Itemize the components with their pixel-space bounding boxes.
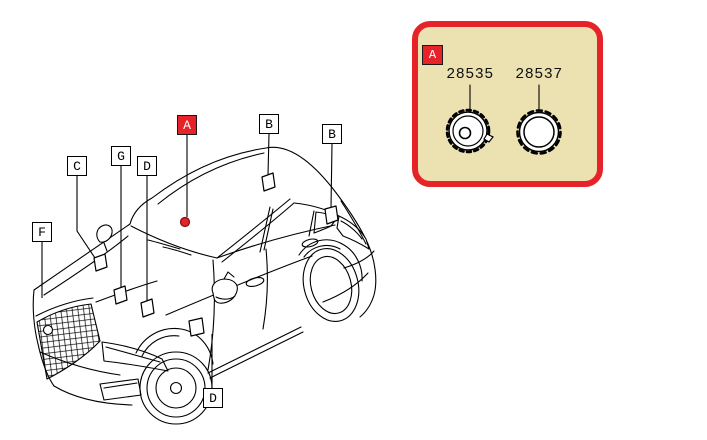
front-fender-arch <box>135 327 214 365</box>
far-side-mirror <box>96 224 113 243</box>
lower-intake <box>99 378 142 401</box>
leader-b-roof <box>267 133 270 176</box>
bumper-crease <box>39 351 121 376</box>
windshield-base <box>130 225 218 259</box>
target-c <box>93 253 108 272</box>
front-door-handle <box>245 276 265 288</box>
character-line <box>165 255 313 316</box>
beltline <box>216 224 336 259</box>
target-b-roof <box>261 172 276 192</box>
roof-inner-edge <box>157 152 265 205</box>
target-d-cowl <box>140 298 155 318</box>
quarter-window <box>313 211 338 234</box>
grille-badge <box>42 324 54 336</box>
callout-f[interactable]: F <box>32 222 52 242</box>
callout-b-quarter[interactable]: B <box>322 124 342 144</box>
headlight <box>101 341 169 372</box>
rear-door-cut <box>262 248 268 330</box>
rear-fender-arch <box>298 239 363 282</box>
target-b-quarter <box>324 205 339 225</box>
wiper <box>162 246 192 256</box>
target-g <box>113 285 128 305</box>
detail-inset-panel: A 28535 28537 <box>412 21 603 187</box>
front-grille <box>36 303 101 380</box>
front-door-cut <box>207 259 215 371</box>
rear-door-handle <box>301 238 319 248</box>
vehicle-line-drawing <box>32 146 377 425</box>
wiper <box>147 239 181 250</box>
callout-target-markers <box>93 172 339 337</box>
callout-g[interactable]: G <box>111 146 131 166</box>
taillight <box>336 215 370 250</box>
callout-c[interactable]: C <box>67 156 87 176</box>
callout-a[interactable]: A <box>177 115 197 135</box>
part-number-28537[interactable]: 28537 <box>515 66 563 83</box>
hood-lip-line <box>35 297 94 317</box>
windshield-speaker-location-dot <box>179 216 191 228</box>
callout-b-roof[interactable]: B <box>259 114 279 134</box>
leader-b-quarter <box>330 143 333 209</box>
leader-c <box>76 176 96 259</box>
callout-d-door[interactable]: D <box>203 388 223 408</box>
side-mirror <box>211 278 238 304</box>
inset-corner-label-a[interactable]: A <box>422 45 443 65</box>
target-d-door <box>188 317 205 337</box>
callout-d-windshield[interactable]: D <box>137 156 157 176</box>
part-number-28535[interactable]: 28535 <box>446 66 494 83</box>
